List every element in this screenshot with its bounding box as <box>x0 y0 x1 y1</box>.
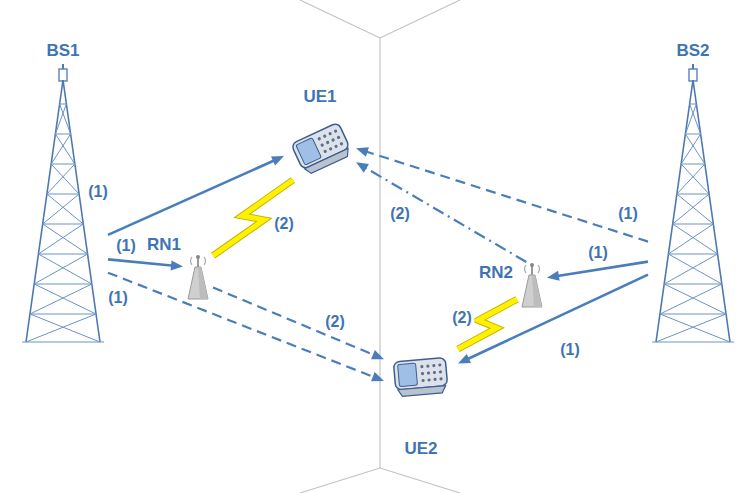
node-label-holder: RN2 <box>479 264 513 282</box>
node-label-holder: UE1 <box>303 88 336 106</box>
node-label: BS1 <box>46 41 79 60</box>
signal-link <box>458 275 648 364</box>
arrowhead <box>547 271 560 281</box>
relay-icon <box>188 255 208 299</box>
node-label: UE2 <box>404 439 437 458</box>
link-label: (2) <box>450 309 474 327</box>
link-label: (2) <box>323 313 347 331</box>
tower-icon <box>22 64 104 342</box>
tower-icon <box>652 64 734 342</box>
signal-link <box>108 259 183 270</box>
link-line <box>365 151 648 242</box>
signal-link <box>356 162 526 262</box>
phone-icon <box>383 341 460 413</box>
link-label: (1) <box>106 289 130 307</box>
user-equipment: UE2 <box>384 336 458 410</box>
node-label-holder: BS2 <box>676 42 709 60</box>
link-label: (1) <box>616 205 640 223</box>
link-line <box>364 167 527 262</box>
node-label: RN2 <box>479 263 513 282</box>
base-station: BS1 <box>18 64 108 344</box>
arrowhead <box>271 156 284 165</box>
link-label: (2) <box>272 215 296 233</box>
arrowhead <box>458 354 471 364</box>
signal-link <box>547 262 648 281</box>
arrowhead <box>356 147 369 157</box>
link-line <box>466 275 648 360</box>
arrowhead <box>371 372 384 381</box>
relay-node: RN1 <box>183 254 213 300</box>
base-station: BS2 <box>648 64 738 344</box>
cell-boundary <box>300 0 460 493</box>
phone-icon <box>291 122 353 176</box>
user-equipment: UE1 <box>284 110 356 180</box>
node-label: BS2 <box>676 41 709 60</box>
node-label-holder: UE2 <box>404 440 437 458</box>
signal-link <box>213 287 384 359</box>
link-line <box>108 273 376 378</box>
arrowhead <box>356 162 369 172</box>
arrowhead <box>371 350 384 359</box>
node-label-holder: BS1 <box>46 42 79 60</box>
link-line <box>108 160 276 235</box>
link-label: (1) <box>558 341 582 359</box>
link-label: (1) <box>586 244 610 262</box>
signal-link <box>108 273 384 382</box>
link-label: (1) <box>114 237 138 255</box>
node-label-holder: RN1 <box>147 236 181 254</box>
signal-link <box>356 147 648 241</box>
link-label: (1) <box>86 183 110 201</box>
node-label: RN1 <box>147 235 181 254</box>
link-line <box>213 287 376 355</box>
relay-node: RN2 <box>517 262 547 308</box>
node-label: UE1 <box>303 87 336 106</box>
link-line <box>556 262 648 277</box>
link-line <box>108 259 174 265</box>
relay-icon <box>522 263 542 307</box>
arrowhead <box>171 260 183 270</box>
link-label: (2) <box>388 205 412 223</box>
